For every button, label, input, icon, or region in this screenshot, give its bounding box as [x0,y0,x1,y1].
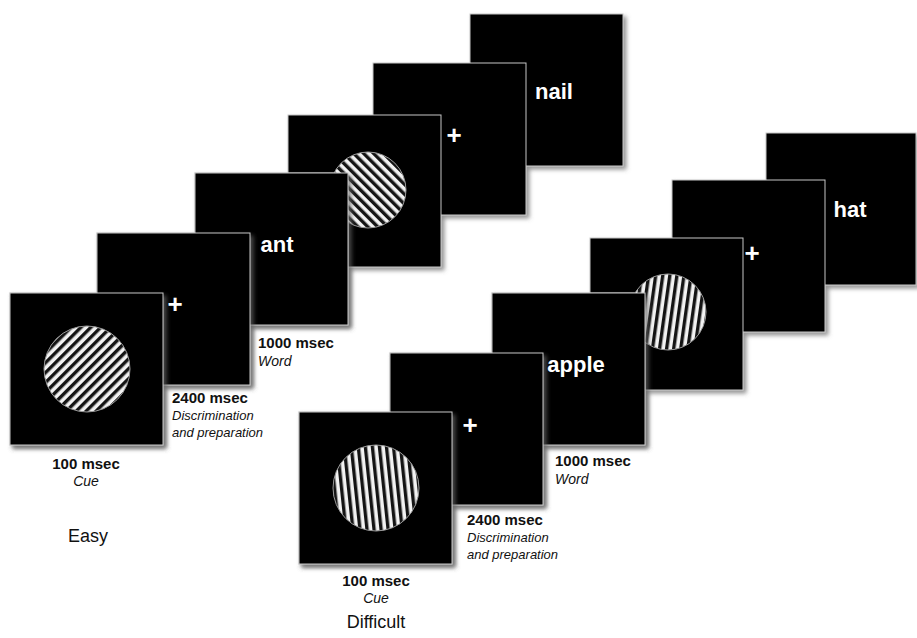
condition-label: Difficult [347,612,406,633]
duration-label: 2400 msec [172,389,248,407]
fixation-cross: + [744,240,759,266]
fixation-cross: + [446,122,461,148]
stimulus-screen: ant [195,173,348,325]
phase-label: Cue [363,590,389,607]
word-stimulus: apple [547,352,604,378]
phase-label: Word [555,471,588,488]
stimulus-screen: apple [492,293,645,445]
screen-square [10,293,163,445]
stimulus-screen: + [390,353,543,505]
screen-square [10,293,163,445]
duration-label: 1000 msec [258,334,334,352]
stimulus-screen: + [97,233,250,385]
condition-label: Easy [68,526,108,547]
phase-label: Discrimination and preparation [172,407,270,441]
stimulus-screen: hat [766,133,916,285]
fixation-cross: + [462,412,477,438]
grating-stimulus [333,445,419,531]
phase-label: Cue [73,473,99,490]
word-stimulus: nail [535,79,573,105]
screen-square [299,412,452,564]
fixation-cross: + [167,291,182,317]
word-stimulus: ant [261,232,294,258]
stimulus-screen: + [373,63,526,215]
duration-label: 1000 msec [555,452,631,470]
duration-label: 100 msec [342,572,410,590]
screen-square [299,412,452,564]
phase-label: Discrimination and preparation [467,529,565,563]
stimulus-screen: + [672,180,825,332]
phase-label: Word [258,353,291,370]
duration-label: 100 msec [52,455,120,473]
duration-label: 2400 msec [467,511,543,529]
grating-stimulus [44,326,130,412]
stimulus-screen: nail [470,14,623,166]
word-stimulus: hat [834,197,867,223]
